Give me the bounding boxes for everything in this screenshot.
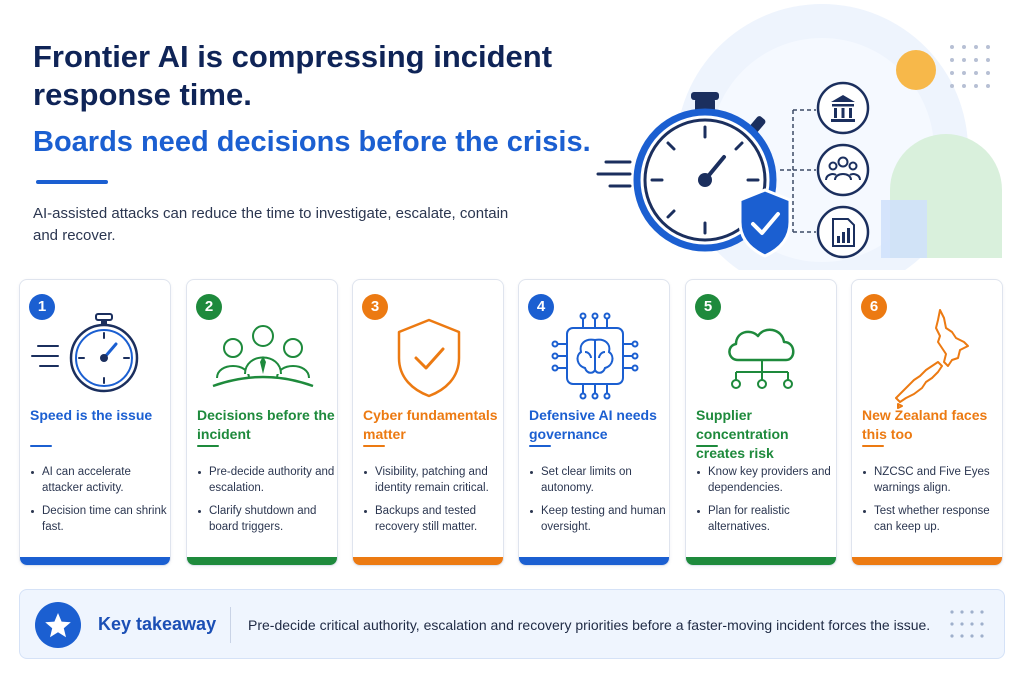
card-divider <box>197 445 219 447</box>
shield-check-icon <box>397 318 461 398</box>
list-item: Keep testing and human oversight. <box>529 503 667 535</box>
list-item: NZCSC and Five Eyes warnings align. <box>862 464 1000 496</box>
card-accent-bar <box>686 557 836 565</box>
board-people-icon <box>212 325 314 388</box>
card-title: Defensive AI needs governance <box>529 407 657 442</box>
government-building-icon <box>816 81 870 135</box>
card-title: New Zealand faces this too <box>862 407 988 442</box>
page-title: Frontier AI is compressing incident resp… <box>33 39 553 112</box>
hero-illustration <box>596 4 1002 270</box>
card-bullets: NZCSC and Five Eyes warnings align. Test… <box>862 464 1000 542</box>
list-item: Clarify shutdown and board triggers. <box>197 503 335 535</box>
card-bullets: Visibility, patching and identity remain… <box>363 464 501 542</box>
card-bullets: AI can accelerate attacker activity. Dec… <box>30 464 168 542</box>
card-number-badge: 4 <box>528 294 554 320</box>
takeaway-label: Key takeaway <box>98 614 217 634</box>
takeaway-divider <box>230 607 231 643</box>
cloud-network-icon <box>728 328 795 389</box>
card-accent-bar <box>852 557 1002 565</box>
card-title: Supplier concentration creates risk <box>696 407 789 461</box>
card-new-zealand: 6 New Zealand faces this too NZCSC and F… <box>851 279 1003 566</box>
card-bullets: Know key providers and dependencies. Pla… <box>696 464 834 542</box>
list-item: Test whether response can keep up. <box>862 503 1000 535</box>
new-zealand-map-icon <box>895 309 969 409</box>
report-chart-icon <box>816 205 870 259</box>
card-divider <box>696 445 718 447</box>
list-item: Know key providers and dependencies. <box>696 464 834 496</box>
card-number-badge: 3 <box>362 294 388 320</box>
card-speed: 1 Speed is the issue AI can accelerat <box>19 279 171 566</box>
card-divider <box>862 445 884 447</box>
card-title: Cyber fundamentals matter <box>363 407 498 442</box>
shield-check-icon <box>738 188 792 258</box>
people-group-icon <box>816 143 870 197</box>
card-title: Speed is the issue <box>30 407 153 423</box>
ai-chip-brain-icon <box>551 312 639 400</box>
principles-cards: 1 Speed is the issue AI can accelerat <box>19 279 1005 566</box>
list-item: Pre-decide authority and escalation. <box>197 464 335 496</box>
dot-grid-decoration <box>950 45 990 88</box>
card-bullets: Set clear limits on autonomy. Keep testi… <box>529 464 667 542</box>
sun-decoration-icon <box>896 50 936 90</box>
card-divider <box>363 445 385 447</box>
card-decisions: 2 Decisions before the incident Pre-deci… <box>186 279 338 566</box>
intro-text: AI-assisted attacks can reduce the time … <box>33 205 509 244</box>
takeaway-text: Pre-decide critical authority, escalatio… <box>248 617 931 633</box>
card-accent-bar <box>20 557 170 565</box>
key-takeaway-banner: Key takeaway Pre-decide critical authori… <box>19 589 1005 659</box>
list-item: AI can accelerate attacker activity. <box>30 464 168 496</box>
card-number-badge: 2 <box>196 294 222 320</box>
card-title: Decisions before the incident <box>197 407 335 442</box>
card-accent-bar <box>353 557 503 565</box>
card-bullets: Pre-decide authority and escalation. Cla… <box>197 464 335 542</box>
card-divider <box>30 445 52 447</box>
card-number-badge: 6 <box>861 294 887 320</box>
list-item: Visibility, patching and identity remain… <box>363 464 501 496</box>
card-accent-bar <box>519 557 669 565</box>
hero-section: Frontier AI is compressing incident resp… <box>0 0 1024 270</box>
stopwatch-icon <box>31 313 139 393</box>
list-item: Decision time can shrink fast. <box>30 503 168 535</box>
title-underline <box>36 180 108 184</box>
connector-lines <box>780 109 816 233</box>
list-item: Plan for realistic alternatives. <box>696 503 834 535</box>
list-item: Backups and tested recovery still matter… <box>363 503 501 535</box>
card-accent-bar <box>187 557 337 565</box>
card-fundamentals: 3 Cyber fundamentals matter Visibility, … <box>352 279 504 566</box>
star-icon <box>35 602 81 648</box>
card-divider <box>529 445 551 447</box>
dot-grid-decoration <box>950 610 984 638</box>
speed-lines-icon <box>596 160 632 188</box>
card-defensive-ai: 4 Defensive AI needs governance <box>518 279 670 566</box>
card-supplier: 5 Supplier concentration creates risk Kn… <box>685 279 837 566</box>
card-number-badge: 5 <box>695 294 721 320</box>
blue-block-decoration <box>881 200 927 258</box>
page-subtitle: Boards need decisions before the crisis. <box>33 126 591 158</box>
card-number-badge: 1 <box>29 294 55 320</box>
list-item: Set clear limits on autonomy. <box>529 464 667 496</box>
